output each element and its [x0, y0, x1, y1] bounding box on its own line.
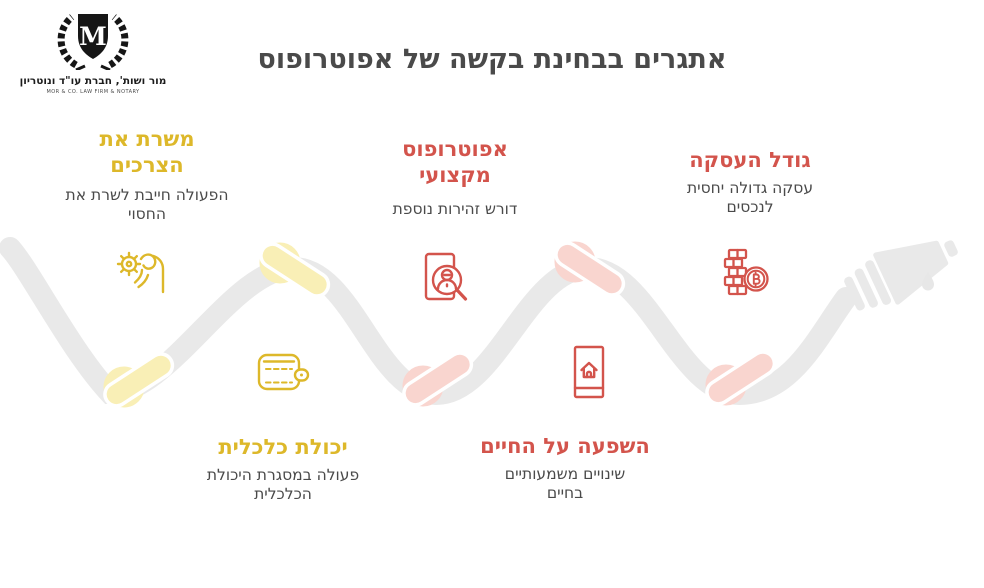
- drop-icon: [922, 272, 934, 291]
- item-title: אפוטרופוס מקצועי: [402, 137, 508, 188]
- item-subtitle: הפעולה חייבת לשרת את החסוי: [65, 186, 229, 223]
- wallet-icon: [257, 353, 310, 391]
- knot-pink-1: [402, 351, 474, 407]
- item-professional-guardian: אפוטרופוס מקצועי דורש זהירות נוספת: [345, 136, 565, 219]
- knot-yellow-1: [103, 352, 175, 408]
- firm-name-hebrew: מור ושות', חברת עו"ד ונוטריון: [19, 75, 167, 87]
- knot-pink-3: [705, 350, 777, 406]
- knot-pink-2: [554, 241, 626, 297]
- item-financial-ability: יכולת כלכלית פעולה במסגרת היכולת הכלכלית: [173, 434, 393, 504]
- knot-yellow-2: [259, 242, 331, 298]
- item-subtitle: פעולה במסגרת היכולת הכלכלית: [206, 466, 360, 503]
- item-title: יכולת כלכלית: [218, 435, 348, 459]
- item-subtitle: דורש זהירות נוספת: [392, 200, 518, 219]
- firm-logo: M מור ושות', חברת עו"ד ונוטריון MOR & CO…: [18, 8, 168, 95]
- shield: [78, 14, 108, 59]
- item-life-impact: השפעה על החיים שינויים משמעותיים בחיים: [455, 433, 675, 503]
- item-title: משרת את הצרכים: [99, 127, 195, 178]
- item-title: גודל העסקה: [689, 148, 811, 172]
- home-card-icon: [573, 345, 605, 399]
- firm-name-english: MOR & CO. LAW FIRM & NOTARY: [46, 89, 140, 95]
- person-search-icon: [424, 252, 468, 301]
- firm-crest-icon: M: [57, 14, 129, 72]
- item-subtitle: עסקה גדולה יחסית לנכסים: [686, 179, 814, 216]
- item-title: השפעה על החיים: [480, 434, 650, 458]
- page-title: אתגרים בבחינת בקשה של אפוטרופוס: [257, 44, 727, 75]
- item-deal-size: גודל העסקה עסקה גדולה יחסית לנכסים: [640, 147, 860, 217]
- coins-bitcoin-icon: [723, 248, 769, 296]
- logo-monogram: M: [79, 22, 107, 51]
- hand-gear-icon: [116, 251, 165, 294]
- item-serves-needs: משרת את הצרכים הפעולה חייבת לשרת את החסו…: [37, 126, 257, 224]
- nozzle-icon: [844, 240, 958, 311]
- item-subtitle: שינויים משמעותיים בחיים: [504, 465, 626, 502]
